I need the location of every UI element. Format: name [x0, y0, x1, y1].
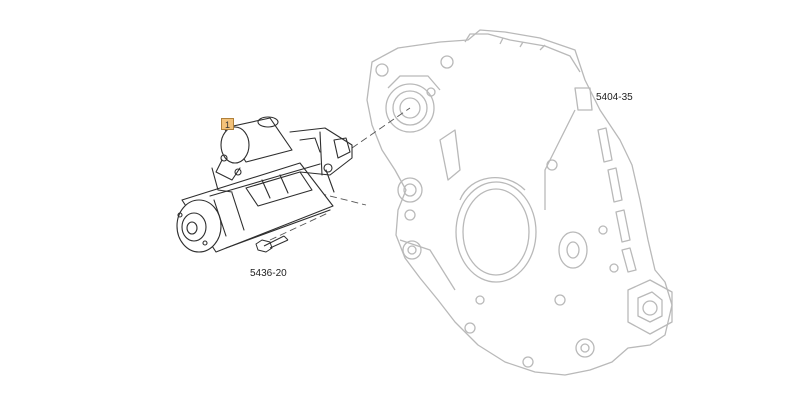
label-housing-part-number: 5404-35 [596, 92, 633, 103]
label-bolt-part-number: 5436-20 [250, 268, 287, 279]
starter-motor [176, 116, 353, 253]
mounting-bolt [255, 235, 289, 253]
item-callout-1[interactable]: 1 [221, 118, 234, 130]
flywheel-housing [366, 29, 673, 376]
